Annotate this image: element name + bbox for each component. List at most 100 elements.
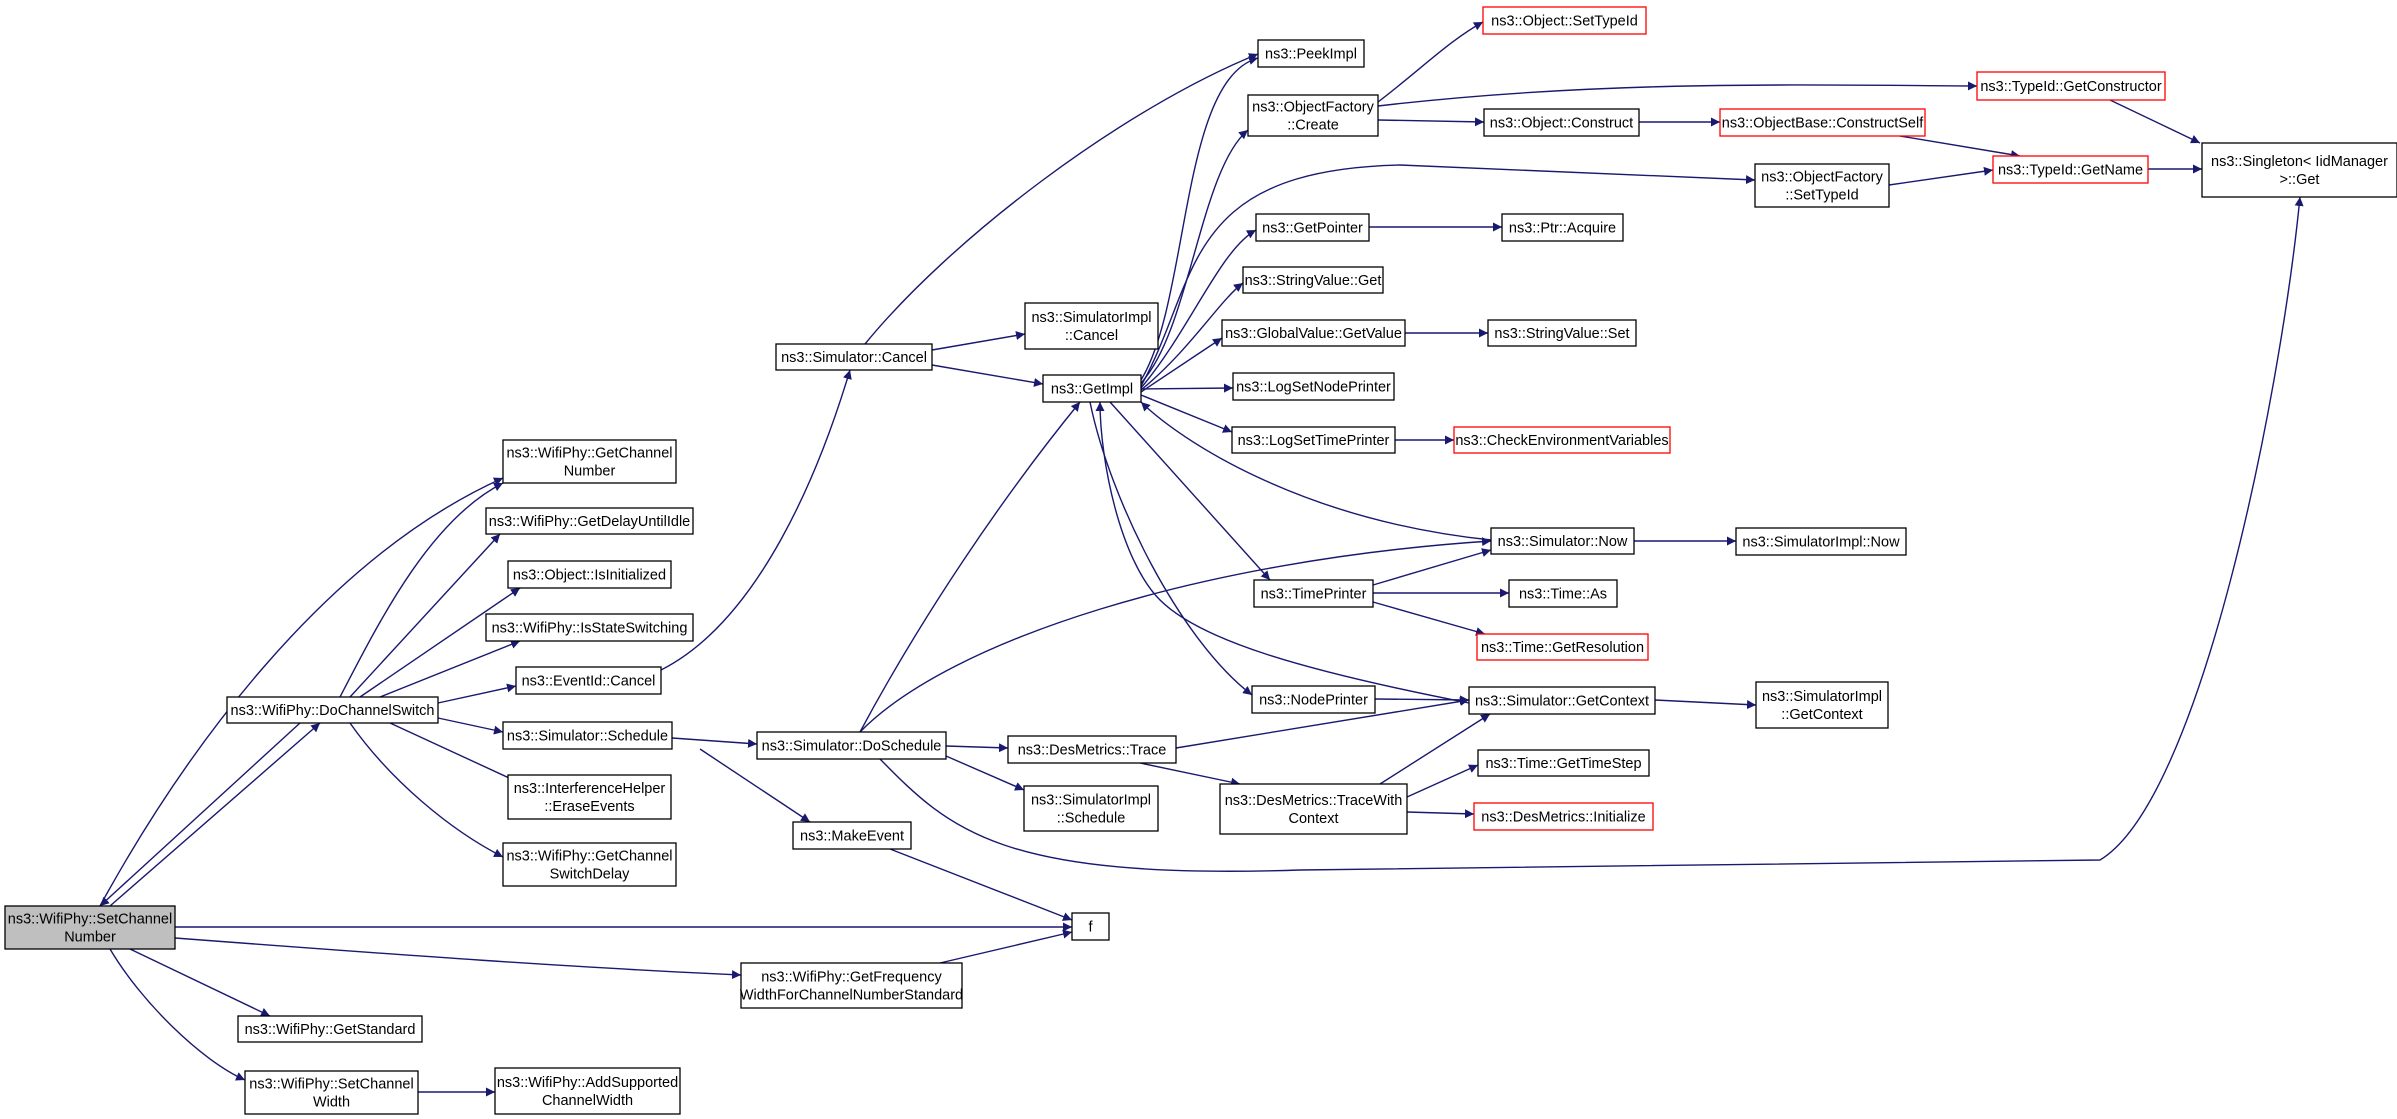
- call-edge-getimpl-to-ofcreate: [1140, 129, 1249, 384]
- node-label: ::Cancel: [1065, 328, 1118, 344]
- node-mkevent[interactable]: ns3::MakeEvent: [792, 821, 912, 850]
- node-evcancel[interactable]: ns3::EventId::Cancel: [515, 666, 662, 695]
- node-label: ns3::TimePrinter: [1261, 587, 1367, 603]
- call-edge-ofcreate-to-objconstruct: [1377, 117, 1485, 127]
- node-logtime[interactable]: ns3::LogSetTimePrinter: [1231, 426, 1396, 454]
- call-edge-ofsettid-to-gettname: [1888, 166, 1994, 186]
- node-f[interactable]: f: [1071, 912, 1110, 941]
- node-label: ns3::ObjectBase::ConstructSelf: [1722, 116, 1924, 132]
- node-dochanswitch[interactable]: ns3::WifiPhy::DoChannelSwitch: [226, 696, 439, 724]
- node-dosched[interactable]: ns3::Simulator::DoSchedule: [756, 731, 947, 760]
- node-timeprinter[interactable]: ns3::TimePrinter: [1253, 579, 1374, 608]
- node-objbase[interactable]: ns3::ObjectBase::ConstructSelf: [1719, 108, 1926, 137]
- node-singleton[interactable]: ns3::Singleton< IidManager >::Get: [2201, 142, 2397, 198]
- node-strget[interactable]: ns3::StringValue::Get: [1242, 266, 1384, 294]
- node-implnow[interactable]: ns3::SimulatorImpl::Now: [1735, 527, 1907, 556]
- node-implcancel[interactable]: ns3::SimulatorImpl::Cancel: [1024, 302, 1159, 350]
- node-implsched[interactable]: ns3::SimulatorImpl::Schedule: [1023, 785, 1159, 832]
- node-getimpl[interactable]: ns3::GetImpl: [1042, 374, 1142, 403]
- node-getcons[interactable]: ns3::TypeId::GetConstructor: [1976, 71, 2166, 101]
- node-label: ns3::StringValue::Get: [1245, 273, 1382, 289]
- node-gettname[interactable]: ns3::TypeId::GetName: [1992, 155, 2149, 184]
- node-box: [494, 1067, 681, 1115]
- node-box: [1221, 319, 1406, 347]
- node-isstate[interactable]: ns3::WifiPhy::IsStateSwitching: [485, 613, 694, 642]
- call-edge-dosched-to-simnow: [859, 537, 1492, 733]
- node-box: [1501, 213, 1624, 242]
- node-box: [740, 962, 963, 1009]
- node-ofsettid[interactable]: ns3::ObjectFactory::SetTypeId: [1754, 163, 1890, 208]
- node-label: ns3::WifiPhy::SetChannel: [249, 1077, 413, 1093]
- node-label: ns3::WifiPhy::SetChannel: [8, 912, 172, 928]
- node-timeres[interactable]: ns3::Time::GetResolution: [1476, 633, 1649, 661]
- node-getdelay[interactable]: ns3::WifiPhy::GetDelayUntilIdle: [485, 507, 694, 535]
- node-label: Number: [64, 930, 116, 946]
- call-edge-destrace-to-getctx: [1175, 697, 1470, 749]
- call-edge-objbase-to-gettname: [1899, 135, 2021, 159]
- node-label: ns3::Object::IsInitialized: [513, 568, 666, 584]
- node-box: [1754, 163, 1890, 208]
- node-getctx[interactable]: ns3::Simulator::GetContext: [1468, 686, 1656, 715]
- node-timeas[interactable]: ns3::Time::As: [1508, 579, 1618, 608]
- node-destrace[interactable]: ns3::DesMetrics::Trace: [1007, 735, 1177, 764]
- node-box: [1468, 686, 1656, 715]
- node-box: [1992, 155, 2149, 184]
- node-label: ns3::GlobalValue::GetValue: [1225, 326, 1402, 342]
- node-isinit[interactable]: ns3::Object::IsInitialized: [507, 560, 672, 589]
- node-label: ::SetTypeId: [1785, 188, 1858, 204]
- node-gettstep[interactable]: ns3::Time::GetTimeStep: [1477, 749, 1650, 777]
- node-box: [502, 842, 677, 887]
- node-getstandard[interactable]: ns3::WifiPhy::GetStandard: [237, 1015, 423, 1043]
- call-edge-dosched-to-destrace: [945, 743, 1009, 753]
- node-gvget[interactable]: ns3::GlobalValue::GetValue: [1221, 319, 1406, 347]
- node-label: ns3::Simulator::Cancel: [781, 350, 927, 366]
- node-lognode[interactable]: ns3::LogSetNodePrinter: [1232, 372, 1395, 401]
- node-label: ns3::GetImpl: [1051, 382, 1133, 398]
- node-label: ns3::GetPointer: [1262, 221, 1363, 237]
- call-edge-ofcreate-to-getcons: [1377, 81, 1978, 107]
- node-label: ns3::WifiPhy::GetChannel: [506, 849, 672, 865]
- node-simsched[interactable]: ns3::Simulator::Schedule: [502, 721, 673, 750]
- node-label: Width: [313, 1095, 350, 1111]
- node-ofcreate[interactable]: ns3::ObjectFactory::Create: [1247, 94, 1379, 137]
- node-label: f: [1088, 920, 1093, 936]
- call-edge-dmtracew-to-dminit: [1406, 809, 1475, 819]
- node-box: [1253, 579, 1374, 608]
- call-edge-simcancel-to-getimpl: [931, 364, 1044, 387]
- call-edge-timeprinter-to-simnow: [1372, 548, 1492, 586]
- node-label: ns3::WifiPhy::IsStateSwitching: [492, 621, 688, 637]
- node-setypeid[interactable]: ns3::Object::SetTypeId: [1482, 6, 1647, 35]
- call-edge-evcancel-to-simcancel: [660, 369, 852, 671]
- node-box: [1024, 302, 1159, 350]
- node-simnow[interactable]: ns3::Simulator::Now: [1490, 527, 1635, 555]
- node-implctx[interactable]: ns3::SimulatorImpl::GetContext: [1755, 681, 1889, 729]
- node-label: ::Create: [1287, 118, 1339, 134]
- node-peekimpl[interactable]: ns3::PeekImpl: [1257, 39, 1365, 68]
- node-getfreq[interactable]: ns3::WifiPhy::GetFrequencyWidthForChanne…: [740, 962, 963, 1009]
- node-getptr[interactable]: ns3::GetPointer: [1255, 213, 1370, 242]
- node-checkenv[interactable]: ns3::CheckEnvironmentVariables: [1453, 426, 1671, 454]
- call-edge-mkevent-to-f: [889, 848, 1073, 921]
- node-interf[interactable]: ns3::InterferenceHelper::EraseEvents: [507, 774, 672, 820]
- call-edge-getimpl-to-strget: [1140, 282, 1244, 391]
- node-box: [485, 507, 694, 535]
- node-box: [502, 721, 673, 750]
- call-edge-setchan-to-setchanw: [109, 948, 246, 1081]
- node-objconstruct[interactable]: ns3::Object::Construct: [1483, 108, 1640, 137]
- node-ptracq[interactable]: ns3::Ptr::Acquire: [1501, 213, 1624, 242]
- node-dminit[interactable]: ns3::DesMetrics::Initialize: [1473, 802, 1654, 831]
- node-simcancel[interactable]: ns3::Simulator::Cancel: [775, 343, 933, 371]
- call-edge-getimpl-to-timeprinter: [1109, 401, 1271, 581]
- node-label: ns3::Simulator::DoSchedule: [762, 739, 942, 755]
- node-nodeprinter[interactable]: ns3::NodePrinter: [1251, 685, 1376, 714]
- node-label: ns3::Singleton< IidManager: [2211, 154, 2388, 170]
- node-label: ns3::Simulator::GetContext: [1475, 694, 1649, 710]
- node-box: [1487, 319, 1637, 347]
- node-strset[interactable]: ns3::StringValue::Set: [1487, 319, 1637, 347]
